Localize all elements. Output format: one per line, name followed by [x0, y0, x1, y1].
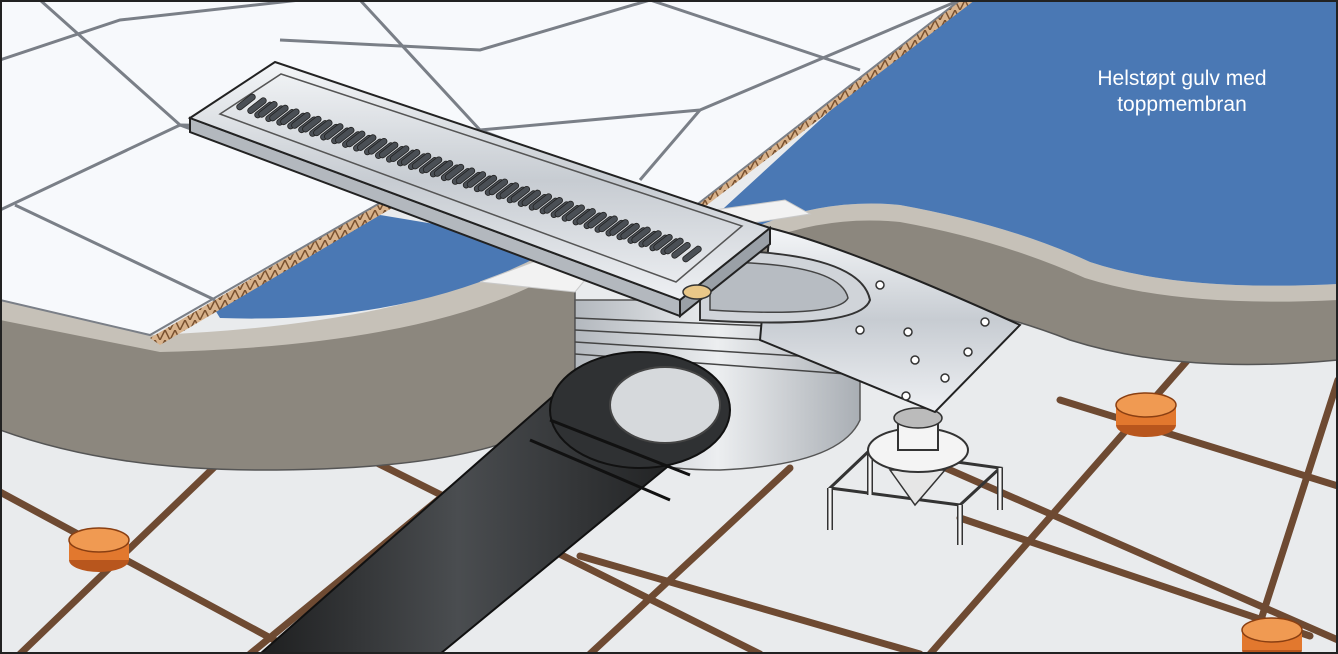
adjustable-support-foot	[826, 407, 1004, 545]
plate-hole	[875, 280, 885, 290]
grate-slot	[499, 182, 520, 199]
mounting-plate-holes	[855, 280, 990, 401]
grout-line	[279, 0, 651, 52]
grate-slot	[576, 208, 596, 225]
drain-funnel-inner	[709, 261, 849, 314]
grate-slot	[247, 97, 267, 115]
plate-hole	[855, 325, 865, 335]
grate-slot	[400, 149, 421, 166]
caption-line-1: Helstøpt gulv med	[1097, 67, 1267, 90]
grate-slot	[521, 189, 542, 207]
plate-hole	[910, 355, 920, 365]
screed-slab-top-left	[0, 245, 575, 352]
grate-slot	[389, 145, 410, 163]
grate-slot	[587, 211, 607, 229]
grate-slot	[357, 134, 377, 151]
grate-rim	[218, 73, 744, 283]
grate-slot	[378, 141, 399, 159]
spacer-chair	[1241, 617, 1303, 654]
grate-slot	[455, 167, 476, 185]
pipe-mouth	[609, 366, 721, 444]
grate-slot	[335, 126, 355, 144]
grate-slot	[488, 178, 509, 196]
grate-slot	[258, 101, 278, 118]
grate-slot	[642, 230, 662, 247]
grate-slot	[411, 152, 432, 170]
grate-slot	[671, 241, 691, 259]
caption-line-2: toppmembran	[1117, 93, 1247, 116]
spacer-chair	[1115, 392, 1177, 437]
grout-line	[638, 109, 702, 181]
grate-slot	[367, 137, 388, 155]
screed-slab-top-right	[760, 203, 1338, 302]
grout-line	[0, 0, 301, 62]
grate-slot	[609, 219, 629, 236]
grate-slots	[236, 93, 702, 263]
plate-hole	[903, 327, 913, 337]
plate-hole	[963, 347, 973, 357]
rebar-bar	[576, 552, 924, 654]
rebar-bar	[956, 514, 1314, 640]
rebar-spacers	[68, 392, 1303, 654]
grate-slot	[280, 108, 300, 126]
grate-slot	[466, 171, 487, 188]
grate-slot	[313, 119, 333, 137]
rebar-bar	[1246, 376, 1338, 654]
spacer-chair	[68, 527, 130, 572]
grate-slot	[302, 115, 322, 133]
tile-adhesive-left	[150, 200, 392, 345]
grate-slot	[682, 245, 702, 263]
grate-slot	[291, 112, 311, 129]
grate-slot	[324, 123, 344, 140]
grate-slot	[653, 233, 673, 251]
grate-slot	[620, 222, 640, 240]
rebar-bar	[1056, 396, 1338, 490]
grate-slot	[510, 185, 531, 203]
rebar-bar	[0, 488, 304, 654]
grate-slot	[422, 156, 443, 174]
support-thread	[893, 407, 943, 429]
grate-slot	[532, 193, 553, 211]
grate-slot	[554, 200, 574, 218]
pipe-ring	[549, 418, 691, 477]
top-membrane-left	[215, 215, 560, 319]
grate-slot	[477, 174, 498, 192]
grate-lift-screw	[682, 284, 712, 300]
grate-slot	[631, 226, 651, 244]
grate-slot	[346, 130, 366, 148]
top-membrane	[700, 0, 1338, 286]
grate-slot	[543, 197, 563, 214]
outlet-pipe	[258, 351, 731, 654]
grate-slot	[565, 204, 585, 222]
pipe-ring	[529, 438, 671, 502]
grate-slot	[433, 160, 454, 177]
plate-hole	[940, 373, 950, 383]
grate-slot	[236, 93, 256, 111]
grate-slot	[444, 163, 465, 181]
grate-slot	[269, 104, 289, 122]
plate-hole	[901, 391, 911, 401]
tile-adhesive-right	[680, 0, 975, 218]
grate-slot	[598, 215, 618, 233]
grout-line	[649, 0, 861, 72]
plate-hole	[980, 317, 990, 327]
grate-slot	[664, 237, 684, 255]
grout-line	[14, 203, 216, 302]
floor-type-caption: Helstøpt gulv med toppmembran	[1062, 66, 1302, 118]
drain-grate-channel	[187, 60, 773, 319]
rebar-bar	[586, 464, 794, 654]
